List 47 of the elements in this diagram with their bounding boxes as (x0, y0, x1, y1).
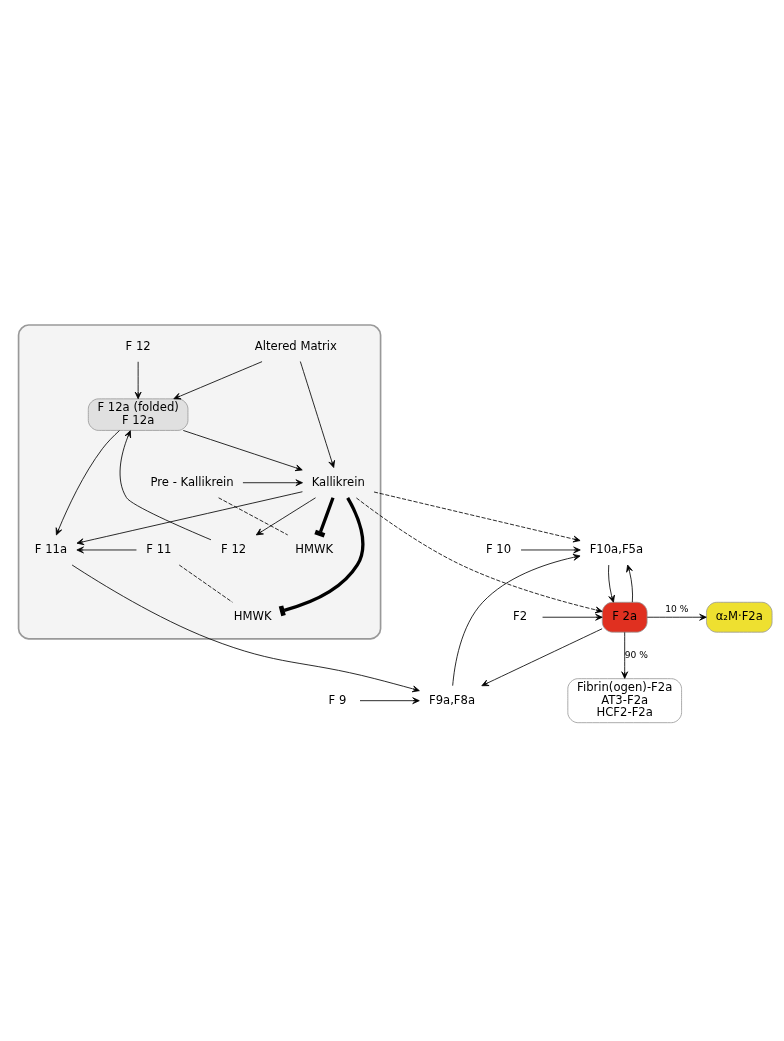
node-text: F 11a (34, 542, 68, 557)
edge-label: 90 % (624, 649, 648, 660)
arrow (299, 361, 335, 468)
node-box: Fibrin(ogen)-F2a AT3-F2a HCF2-F2a (567, 678, 682, 724)
arrow (76, 491, 303, 546)
node-text: Pre - Kallikrein (150, 474, 234, 489)
node-text: Kallikrein (311, 474, 365, 489)
arrow (242, 479, 303, 487)
arrow (608, 564, 615, 603)
connector (218, 497, 289, 536)
node-text: F 12 (125, 338, 151, 353)
arrow (76, 546, 137, 554)
arrow (481, 628, 603, 687)
node-text: F 9 (328, 692, 347, 707)
arrow (373, 491, 581, 543)
node-box: α₂M·F2a (706, 601, 773, 633)
node-text: F 10 (485, 542, 512, 557)
node-text: HMWK (295, 542, 334, 557)
arrow (173, 361, 263, 400)
node-text: F10a,F5a (589, 542, 644, 557)
node-text: F9a,F8a (428, 692, 476, 707)
connector (278, 497, 365, 617)
arrow (119, 430, 212, 541)
arrow (356, 497, 603, 614)
arrow (55, 430, 120, 536)
arrow (646, 613, 707, 621)
arrow (71, 564, 420, 693)
cluster (17, 324, 382, 640)
node-text: F 11 (146, 542, 172, 557)
node-box: F 2a (601, 601, 648, 633)
node-text: F2 (513, 609, 528, 624)
arrow (542, 613, 603, 621)
arrow (359, 697, 420, 705)
node-text: F 12 (221, 542, 247, 557)
arrow (134, 361, 142, 400)
arrow (621, 631, 629, 679)
node-text: HMWK (233, 609, 272, 624)
connector (178, 564, 233, 603)
connector (314, 497, 335, 538)
arrow (452, 554, 581, 687)
node-box: F 12a (folded) F 12a (87, 398, 189, 431)
node-text: Altered Matrix (254, 338, 337, 353)
arrow (255, 497, 316, 536)
edge-label: 10 % (665, 604, 689, 615)
arrow (182, 430, 303, 472)
arrow (520, 546, 581, 554)
arrow (626, 564, 633, 603)
